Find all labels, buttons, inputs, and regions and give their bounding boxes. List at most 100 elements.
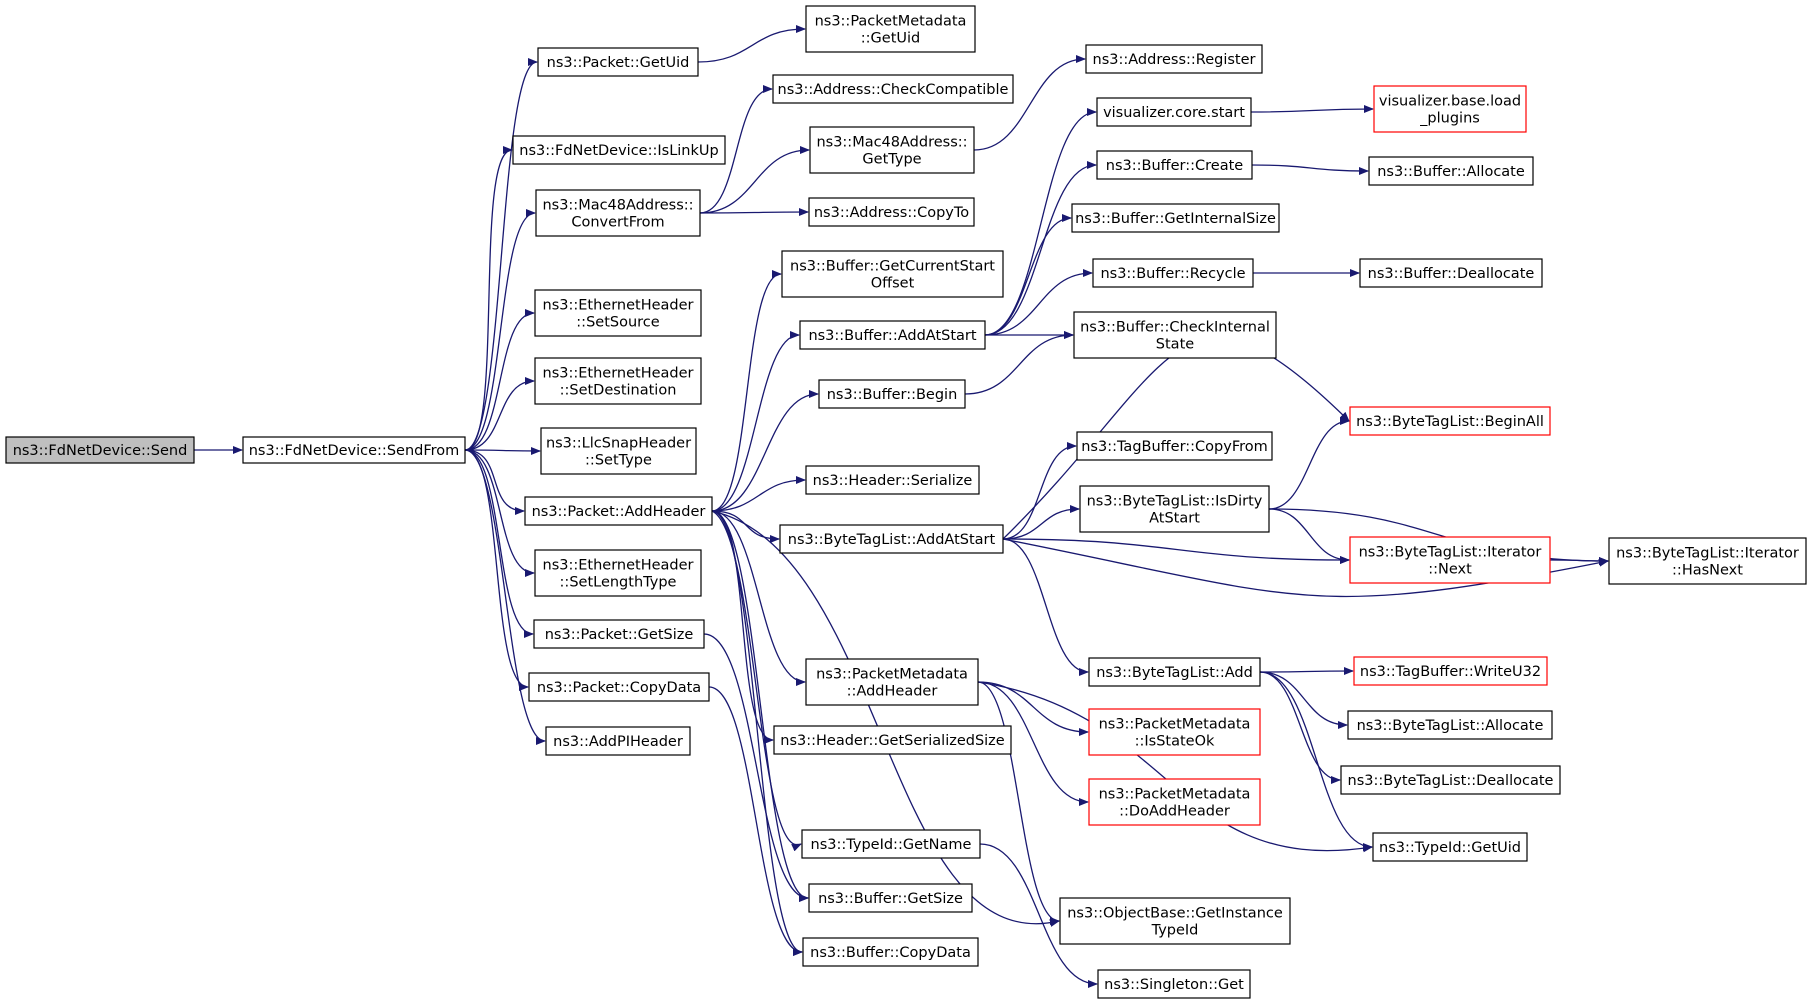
edge-sendfrom-to-llc-settype xyxy=(464,446,541,455)
node-hdr-getserializedsize[interactable]: ns3::Header::GetSerializedSize xyxy=(773,725,1012,755)
edge-pktmeta-addheader-to-pktmeta-doaddheader xyxy=(977,681,1089,806)
node-send[interactable]: ns3::FdNetDevice::Send xyxy=(5,436,195,464)
node-box xyxy=(1088,708,1261,756)
edge-sendfrom-to-pkt-addheader xyxy=(464,449,525,515)
node-label: ::SetLengthType xyxy=(560,575,677,591)
node-label: ns3::Buffer::GetCurrentStart xyxy=(790,259,995,275)
node-box xyxy=(535,189,701,237)
node-label: ns3::TypeId::GetUid xyxy=(1379,840,1521,856)
node-pkt-copydata[interactable]: ns3::Packet::CopyData xyxy=(528,672,710,702)
node-buf-deallocate[interactable]: ns3::Buffer::Deallocate xyxy=(1359,258,1543,288)
node-btl-add[interactable]: ns3::ByteTagList::Add xyxy=(1088,657,1261,687)
edge-btl-add-to-typeid-getuid xyxy=(1259,671,1373,851)
node-singleton-get[interactable]: ns3::Singleton::Get xyxy=(1097,969,1251,999)
node-pkt-addheader[interactable]: ns3::Packet::AddHeader xyxy=(524,496,713,526)
node-pktmeta-isstateok[interactable]: ns3::PacketMetadata::IsStateOk xyxy=(1088,708,1261,756)
node-eth-setlengthtype[interactable]: ns3::EthernetHeader::SetLengthType xyxy=(534,549,702,597)
node-typeid-getname[interactable]: ns3::TypeId::GetName xyxy=(801,829,981,859)
node-label: ns3::ByteTagList::Deallocate xyxy=(1348,773,1554,789)
node-box xyxy=(1349,536,1551,584)
node-box xyxy=(534,357,702,405)
node-label: ns3::EthernetHeader xyxy=(543,298,694,314)
node-addr-register[interactable]: ns3::Address::Register xyxy=(1085,44,1263,74)
node-box xyxy=(1368,156,1534,186)
node-pktmeta-addheader[interactable]: ns3::PacketMetadata::AddHeader xyxy=(805,658,979,706)
edge-sendfrom-to-eth-setlengthtype xyxy=(464,449,535,577)
node-box xyxy=(534,549,702,597)
node-tagbuf-writeu32[interactable]: ns3::TagBuffer::WriteU32 xyxy=(1353,656,1548,686)
node-box xyxy=(818,379,966,409)
node-label: ::AddHeader xyxy=(847,684,938,700)
node-box xyxy=(1340,765,1561,795)
edge-mac48-convertfrom-to-addr-checkcompat xyxy=(699,85,773,214)
node-llc-settype[interactable]: ns3::LlcSnapHeader::SetType xyxy=(540,427,697,475)
node-box xyxy=(1073,311,1277,359)
node-buf-recycle[interactable]: ns3::Buffer::Recycle xyxy=(1092,258,1254,288)
node-typeid-getuid[interactable]: ns3::TypeId::GetUid xyxy=(1372,832,1528,862)
node-btl-deallocate[interactable]: ns3::ByteTagList::Deallocate xyxy=(1340,765,1561,795)
node-btl-addatstart[interactable]: ns3::ByteTagList::AddAtStart xyxy=(779,524,1004,554)
node-addr-copyto[interactable]: ns3::Address::CopyTo xyxy=(808,197,975,227)
node-buf-create[interactable]: ns3::Buffer::Create xyxy=(1096,150,1253,180)
node-label: ns3::PacketMetadata xyxy=(1099,787,1251,803)
node-box xyxy=(799,320,986,350)
node-buf-getsize[interactable]: ns3::Buffer::GetSize xyxy=(808,883,973,913)
node-label: ::SetSource xyxy=(576,315,659,331)
node-label: _plugins xyxy=(1419,111,1480,127)
node-btl-beginall[interactable]: ns3::ByteTagList::BeginAll xyxy=(1349,406,1551,436)
node-btl-iter-hasnext[interactable]: ns3::ByteTagList::Iterator::HasNext xyxy=(1608,537,1807,585)
node-pktmeta-doaddheader[interactable]: ns3::PacketMetadata::DoAddHeader xyxy=(1088,778,1261,826)
node-label: ns3::EthernetHeader xyxy=(543,366,694,382)
node-addpiheader[interactable]: ns3::AddPIHeader xyxy=(545,726,691,756)
node-box xyxy=(779,524,1004,554)
edge-pkt-getuid-to-pktmeta-getuid xyxy=(697,25,806,63)
node-eth-setdest[interactable]: ns3::EthernetHeader::SetDestination xyxy=(534,357,702,405)
node-label: ns3::Buffer::GetInternalSize xyxy=(1075,211,1276,227)
node-box xyxy=(1096,150,1253,180)
node-label: Offset xyxy=(871,276,915,292)
node-box xyxy=(1372,832,1528,862)
node-fd-islinkup[interactable]: ns3::FdNetDevice::IsLinkUp xyxy=(512,135,726,165)
node-buf-copydata[interactable]: ns3::Buffer::CopyData xyxy=(802,937,979,967)
edge-btl-addatstart-to-btl-add xyxy=(1002,538,1089,676)
node-buf-begin[interactable]: ns3::Buffer::Begin xyxy=(818,379,966,409)
node-label: ns3::ByteTagList::IsDirty xyxy=(1087,494,1263,510)
edge-pkt-addheader-to-buf-getsize xyxy=(711,510,809,902)
node-pktmeta-getuid[interactable]: ns3::PacketMetadata::GetUid xyxy=(805,5,976,53)
node-hdr-serialize[interactable]: ns3::Header::Serialize xyxy=(805,465,980,495)
node-box xyxy=(524,496,713,526)
node-label: ns3::Buffer::Create xyxy=(1106,158,1244,174)
node-viz-core-start[interactable]: visualizer.core.start xyxy=(1096,97,1252,127)
edge-pktmeta-addheader-to-pktmeta-isstateok xyxy=(977,681,1089,736)
node-buf-getinternalsize[interactable]: ns3::Buffer::GetInternalSize xyxy=(1071,203,1280,233)
edge-buf-addatstart-to-buf-create xyxy=(984,161,1097,336)
node-mac48-convertfrom[interactable]: ns3::Mac48Address::ConvertFrom xyxy=(535,189,701,237)
edge-typeid-getname-to-singleton-get xyxy=(979,843,1098,988)
node-box xyxy=(1071,203,1280,233)
node-tagbuf-copyfrom[interactable]: ns3::TagBuffer::CopyFrom xyxy=(1076,431,1273,461)
node-pkt-getuid[interactable]: ns3::Packet::GetUid xyxy=(537,47,699,77)
node-viz-base-loadplugins[interactable]: visualizer.base.load_plugins xyxy=(1373,85,1527,133)
node-label: ns3::Buffer::CopyData xyxy=(810,945,971,961)
edge-sendfrom-to-pkt-getuid xyxy=(464,58,538,451)
node-buf-addatstart[interactable]: ns3::Buffer::AddAtStart xyxy=(799,320,986,350)
node-sendfrom[interactable]: ns3::FdNetDevice::SendFrom xyxy=(242,436,466,464)
node-label: ns3::ByteTagList::BeginAll xyxy=(1356,414,1544,430)
edge-pkt-addheader-to-buf-getcurrentstart xyxy=(711,270,782,512)
node-label: ns3::FdNetDevice::SendFrom xyxy=(249,443,460,459)
node-box xyxy=(808,883,973,913)
edge-btl-add-to-tagbuf-writeu32 xyxy=(1259,667,1354,676)
node-pkt-getsize[interactable]: ns3::Packet::GetSize xyxy=(533,619,705,649)
node-addr-checkcompat[interactable]: ns3::Address::CheckCompatible xyxy=(772,74,1014,104)
node-mac48-gettype[interactable]: ns3::Mac48Address::GetType xyxy=(809,126,975,174)
node-buf-allocate[interactable]: ns3::Buffer::Allocate xyxy=(1368,156,1534,186)
node-btl-allocate[interactable]: ns3::ByteTagList::Allocate xyxy=(1347,710,1553,740)
node-eth-setsource[interactable]: ns3::EthernetHeader::SetSource xyxy=(534,289,702,337)
edge-sendfrom-to-addpiheader xyxy=(464,449,546,745)
node-label: ns3::ByteTagList::AddAtStart xyxy=(788,532,996,548)
node-btl-iter-next[interactable]: ns3::ByteTagList::Iterator::Next xyxy=(1349,536,1551,584)
